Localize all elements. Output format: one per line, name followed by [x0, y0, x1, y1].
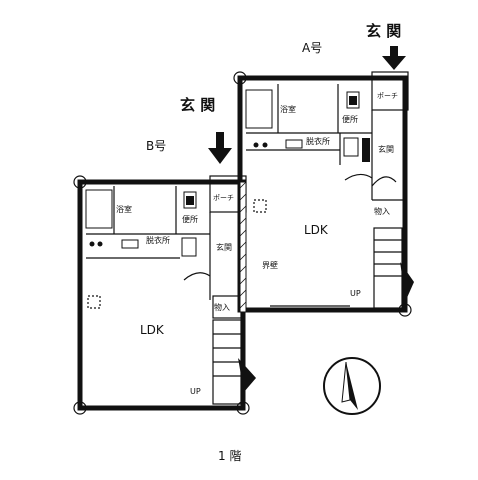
entrance-a-label: 玄 関 — [366, 22, 401, 40]
party-wall — [239, 181, 247, 313]
unit-a-up-label: UP — [350, 289, 361, 298]
down-arrow-icon — [382, 46, 406, 70]
unit-b-ldk-label: LDK — [140, 323, 165, 337]
unit-a-bathtub — [245, 89, 273, 129]
unit-a-label: A号 — [302, 41, 322, 55]
floor-label: 1 階 — [218, 448, 241, 463]
unit-b-toilet-label: 便所 — [182, 214, 198, 224]
unit-b-label: B号 — [146, 139, 166, 153]
unit-a-plan — [233, 71, 414, 317]
unit-b-up-label: UP — [190, 387, 201, 396]
unit-a-dressing-label: 脱衣所 — [306, 136, 330, 146]
entrance-b-label: 玄 関 — [180, 96, 215, 114]
unit-a-genkan-label: 玄関 — [378, 144, 394, 154]
unit-b-porch-label: ポーチ — [213, 194, 234, 202]
unit-b-dressing-label: 脱衣所 — [146, 235, 170, 245]
unit-b-plan — [73, 175, 267, 415]
unit-a-storage-label: 物入 — [374, 206, 390, 216]
unit-b-bathtub — [85, 189, 113, 229]
unit-a-porch-label: ポーチ — [377, 92, 398, 100]
unit-a-ldk-label: LDK — [304, 223, 329, 237]
unit-b-bath-label: 浴室 — [116, 204, 132, 214]
unit-b-sink — [181, 237, 197, 257]
unit-a-sink — [343, 137, 359, 157]
down-arrow-icon — [208, 132, 232, 164]
unit-b-storage-label: 物入 — [214, 302, 230, 312]
unit-b-genkan-label: 玄関 — [216, 242, 232, 252]
unit-a-toilet-label: 便所 — [342, 114, 358, 124]
unit-a-bath-label: 浴室 — [280, 104, 296, 114]
party-wall-label: 界壁 — [262, 260, 278, 270]
north-compass-icon — [323, 357, 381, 415]
